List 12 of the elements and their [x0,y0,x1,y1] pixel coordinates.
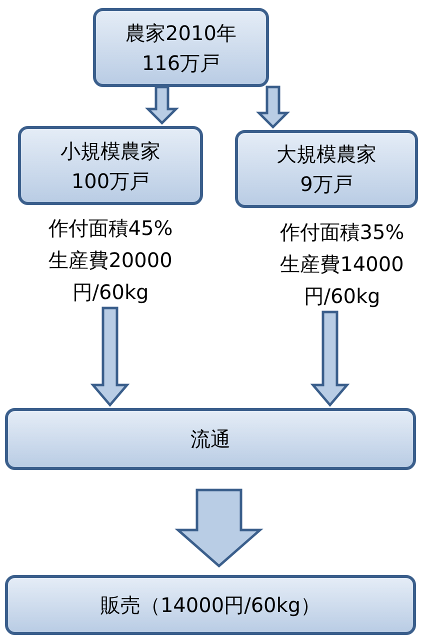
process-box: 販売（14000円/60kg） [5,575,416,635]
process-box: 農家2010年116万戸 [93,8,269,87]
block-arrow [144,86,180,125]
block-arrow [310,310,350,407]
process-box: 流通 [5,408,416,470]
block-arrow [256,86,290,129]
note-text: 作付面積45% 生産費20000円/60kg [47,215,174,306]
process-box: 小規模農家100万戸 [18,126,203,205]
process-box: 大規模農家9万戸 [235,130,418,208]
block-arrow [174,488,264,568]
block-arrow [90,306,130,407]
note-text: 作付面積35% 生産費14000円/60kg [278,219,406,310]
